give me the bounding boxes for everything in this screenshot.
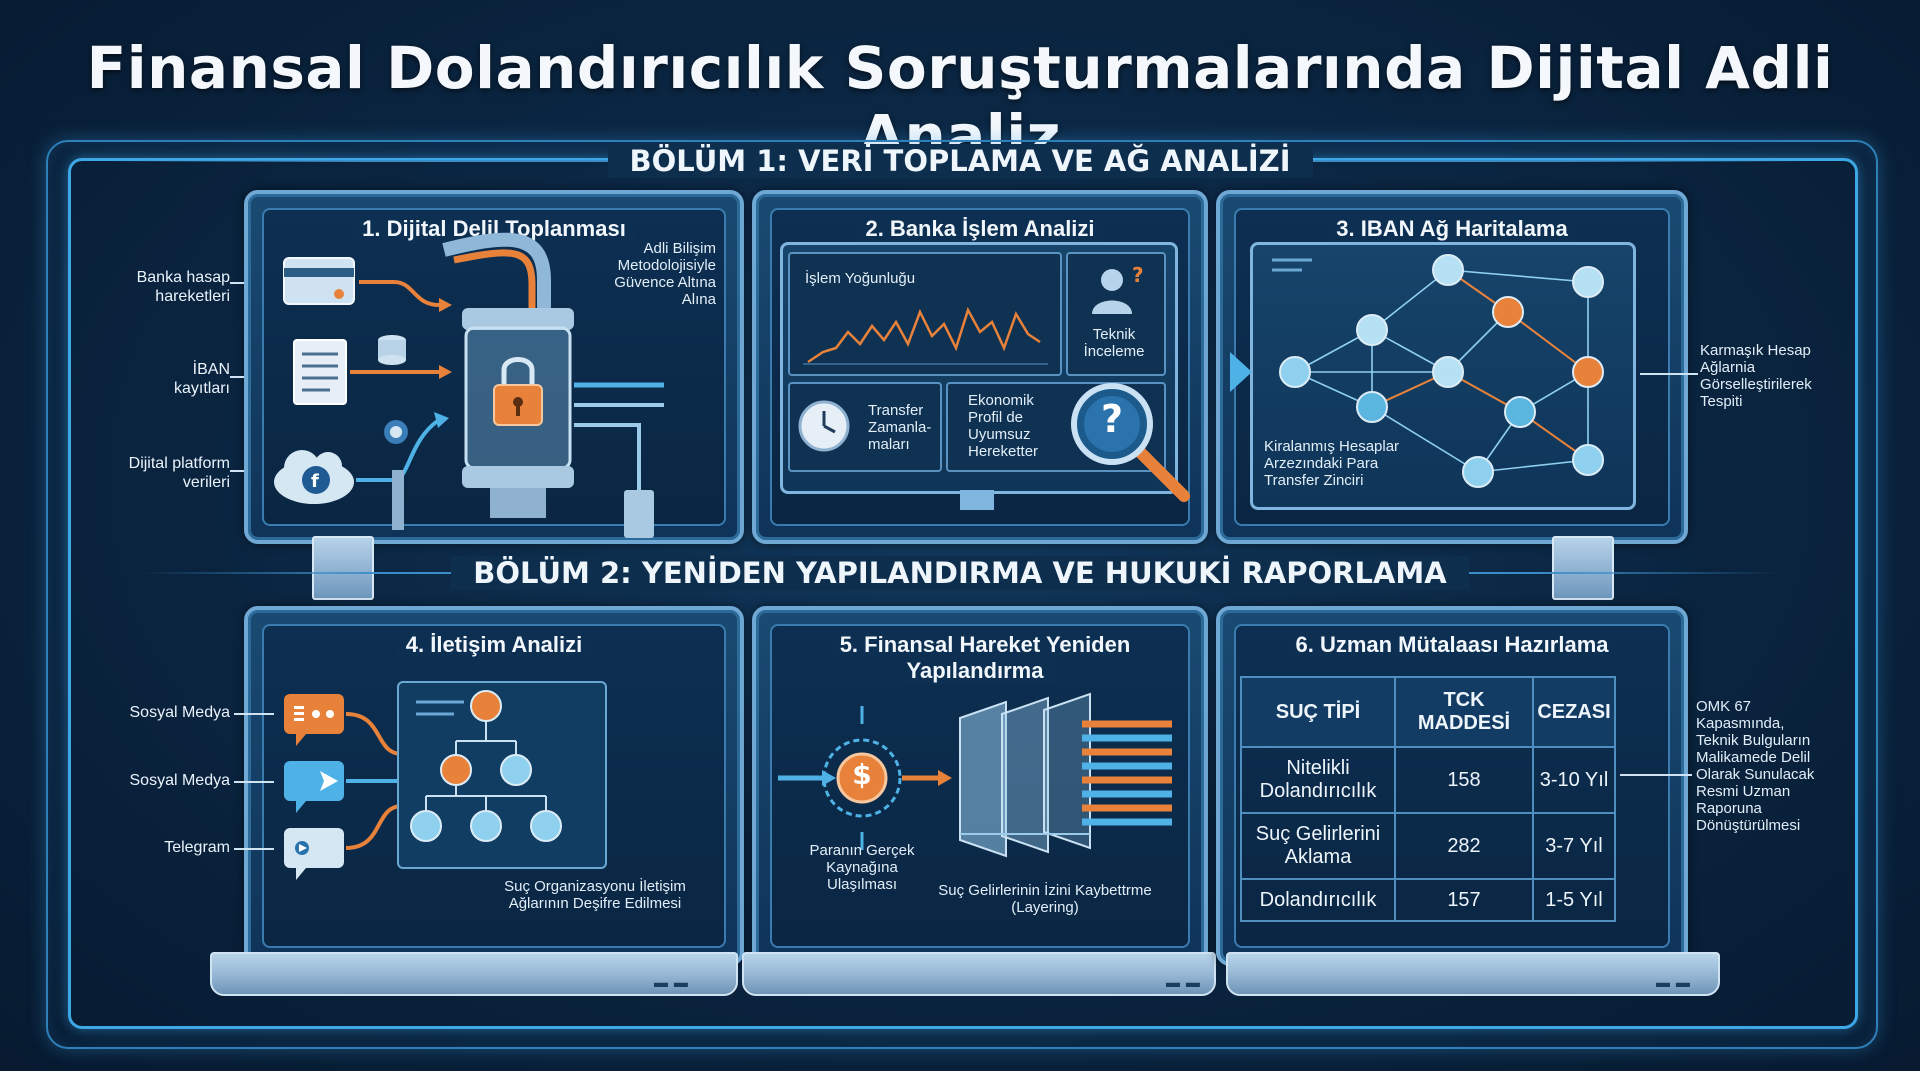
facebook-cloud-icon: f — [274, 450, 354, 504]
network-screen — [1250, 242, 1636, 510]
database-icon — [378, 335, 406, 365]
layering-illustration — [778, 692, 1172, 858]
document-icon — [293, 339, 347, 405]
lock-icon — [493, 357, 543, 426]
panel-3-title: 3. IBAN Ağ Haritalama — [1326, 214, 1578, 243]
channel-label-1: Sosyal Medya — [129, 704, 231, 721]
leader-line — [234, 713, 274, 715]
leader-line — [230, 470, 244, 472]
laptop-1-indicator: ▬ ▬ — [654, 974, 689, 990]
magnifier-icon — [1071, 383, 1190, 502]
section-2-title: BÖLÜM 2: YENİDEN YAPILANDIRMA VE HUKUKİ … — [0, 556, 1920, 590]
panel-6-title: 6. Uzman Mütalaası Hazırlama — [1285, 630, 1619, 659]
communication-illustration — [284, 681, 607, 880]
panel-4-title: 4. İletişim Analizi — [395, 630, 593, 659]
expert-person-icon: ? — [1092, 263, 1144, 314]
channel-label-telegram: Telegram — [164, 839, 230, 856]
iban-network-graph — [1230, 254, 1604, 488]
evidence-illustration: f — [274, 232, 664, 538]
leader-line — [1640, 373, 1698, 375]
outer-frame — [46, 140, 1878, 1049]
connector-right — [1552, 536, 1614, 600]
table-row: Nitelikli Dolandırıcılık 158 3-10 Yıl — [1240, 746, 1616, 814]
label-transaction-density: İşlem Yoğunluğu — [805, 270, 916, 287]
connector-left — [312, 536, 374, 600]
page-title: Finansal Dolandırıcılık Soruşturmalarınd… — [86, 34, 1834, 170]
table-row: Suç Gelirlerini Aklama 282 3-7 Yıl — [1240, 812, 1616, 880]
callout-line — [1620, 774, 1692, 776]
header-penalty: CEZASI — [1532, 676, 1616, 748]
header-tck-article: TCK MADDESİ — [1394, 676, 1534, 748]
svg-text:?: ? — [1132, 263, 1144, 287]
leader-line — [230, 282, 244, 284]
svg-text:f: f — [311, 471, 319, 492]
laptop-base-3 — [1226, 952, 1720, 996]
panel-1-title: 1. Dijital Delil Toplanması — [352, 214, 636, 243]
panel-2-title: 2. Banka İşlem Analizi — [855, 214, 1105, 243]
laptop-base-1 — [210, 952, 738, 996]
label-layering: Suç Gelirlerinin İzini Kaybettrme(Layeri… — [938, 882, 1152, 916]
section-1-title: BÖLÜM 1: VERİ TOPLAMA VE AĞ ANALİZİ — [0, 144, 1920, 178]
credit-card-icon — [283, 257, 355, 305]
monitor-stand — [960, 490, 994, 510]
header-crime-type: SUÇ TİPİ — [1240, 676, 1396, 748]
laptop-base-2 — [742, 952, 1216, 996]
twitter-icon — [384, 420, 408, 444]
question-mark: ? — [1100, 397, 1124, 441]
clock-icon — [798, 400, 850, 452]
leader-line — [234, 848, 274, 850]
table-row: Dolandırıcılık 157 1-5 Yıl — [1240, 878, 1616, 922]
leader-line — [230, 376, 244, 378]
transaction-density-chart — [803, 306, 1048, 365]
leader-line — [234, 781, 274, 783]
dollar-icon: $ — [852, 758, 872, 791]
laptop-3-indicator: ▬ ▬ — [1656, 974, 1691, 990]
channel-label-2: Sosyal Medya — [129, 772, 231, 789]
crime-penalty-table: SUÇ TİPİ TCK MADDESİ CEZASI Nitelikli Do… — [1240, 676, 1616, 922]
panel-5-title: 5. Finansal Hareket Yeniden Yapılandırma — [829, 630, 1131, 685]
laptop-2-indicator: ▬ ▬ — [1166, 974, 1201, 990]
